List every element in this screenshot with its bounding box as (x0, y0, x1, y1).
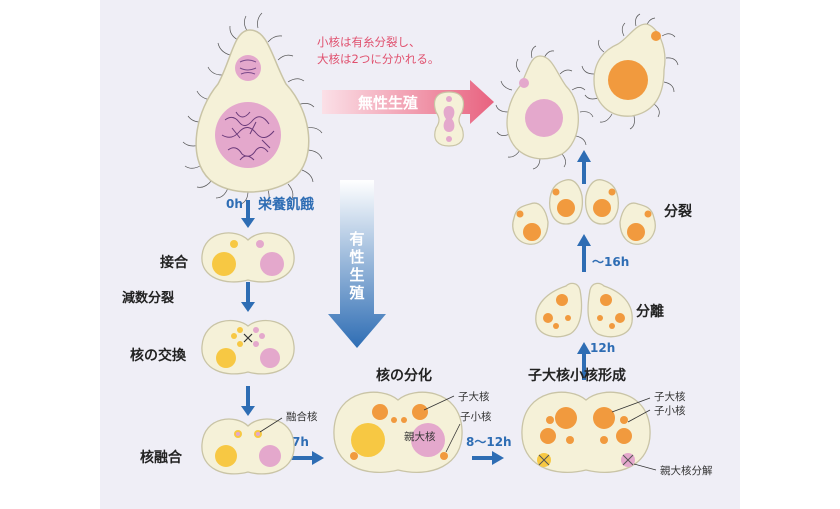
formation-label: 子大核小核形成 (528, 367, 626, 384)
fusion-nucleus-callout: 融合核 (286, 410, 318, 423)
parent-macronucleus-callout: 親大核 (404, 430, 436, 443)
daughter-macronucleus-callout-2: 子大核 (654, 390, 686, 403)
time-8-12h: 8〜12h (466, 435, 512, 449)
nuclear-fusion-label: 核融合 (140, 449, 183, 466)
meiosis-label: 減数分裂 (122, 290, 175, 306)
time-0h: 0h (226, 197, 243, 211)
daughter-micronucleus-callout-2: 子小核 (654, 404, 686, 417)
mitosis-note-line1: 小核は有糸分裂し、 (317, 35, 421, 49)
parent-macronucleus-decay-callout: 親大核分解 (660, 464, 713, 477)
pair-fusion (201, 417, 295, 475)
sexual-arrow (328, 180, 386, 348)
pair-exchange (201, 319, 295, 375)
sexual-label-1: 有 (349, 230, 364, 248)
division-label: 分裂 (664, 203, 692, 220)
sexual-label-3: 生 (349, 266, 364, 284)
dividing-cell (433, 91, 465, 147)
mitosis-note-line2: 大核は2つに分かれる。 (317, 52, 439, 66)
left-flow-arrows (241, 150, 591, 465)
nuclear-exchange-label: 核の交換 (130, 347, 187, 364)
starting-cell (182, 12, 323, 206)
pair-formation (521, 391, 657, 474)
time-12h: 12h (590, 341, 615, 355)
time-7h: 7h (292, 435, 309, 449)
pair-separation (535, 282, 633, 338)
daughter-cell-right (581, 13, 679, 130)
daughter-cell-left (495, 45, 594, 170)
pair-conjugation (201, 232, 295, 283)
sexual-label-2: 性 (349, 248, 364, 266)
time-16h: 〜16h (592, 255, 629, 269)
daughter-macronucleus-callout-1: 子大核 (458, 390, 490, 403)
asexual-label: 無性生殖 (358, 94, 418, 112)
daughter-micronucleus-callout-1: 子小核 (460, 410, 492, 423)
starvation-label: 栄養飢餓 (257, 196, 314, 213)
pair-differentiation (333, 391, 463, 474)
separation-label: 分離 (636, 303, 664, 320)
four-cell-division (512, 179, 656, 245)
differentiation-label: 核の分化 (376, 367, 432, 384)
conjugation-label: 接合 (160, 254, 189, 271)
sexual-label-4: 殖 (348, 284, 364, 302)
